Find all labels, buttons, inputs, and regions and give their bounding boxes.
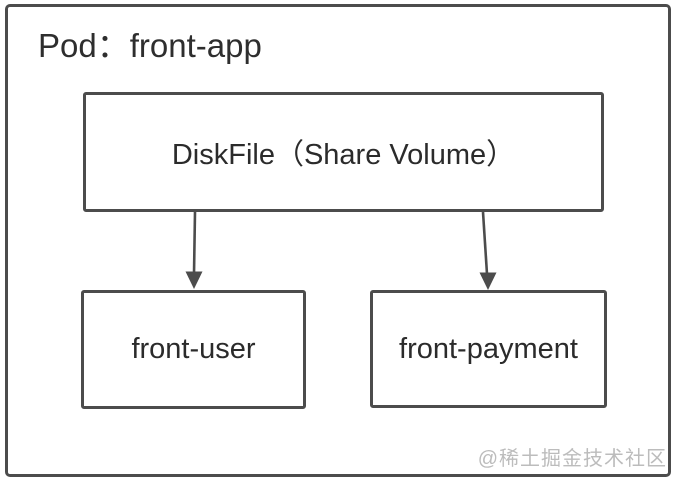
node-front-user: front-user bbox=[81, 290, 306, 409]
node-diskfile-label: DiskFile（Share Volume） bbox=[171, 139, 516, 171]
node-front-payment: front-payment bbox=[370, 290, 607, 408]
node-diskfile: DiskFile（Share Volume） bbox=[83, 92, 604, 212]
node-front-user-label: front-user bbox=[131, 333, 256, 365]
pod-title: Pod：front-app bbox=[38, 27, 262, 64]
node-front-payment-label: front-payment bbox=[399, 332, 578, 365]
watermark: @稀土掘金技术社区 bbox=[477, 448, 667, 470]
